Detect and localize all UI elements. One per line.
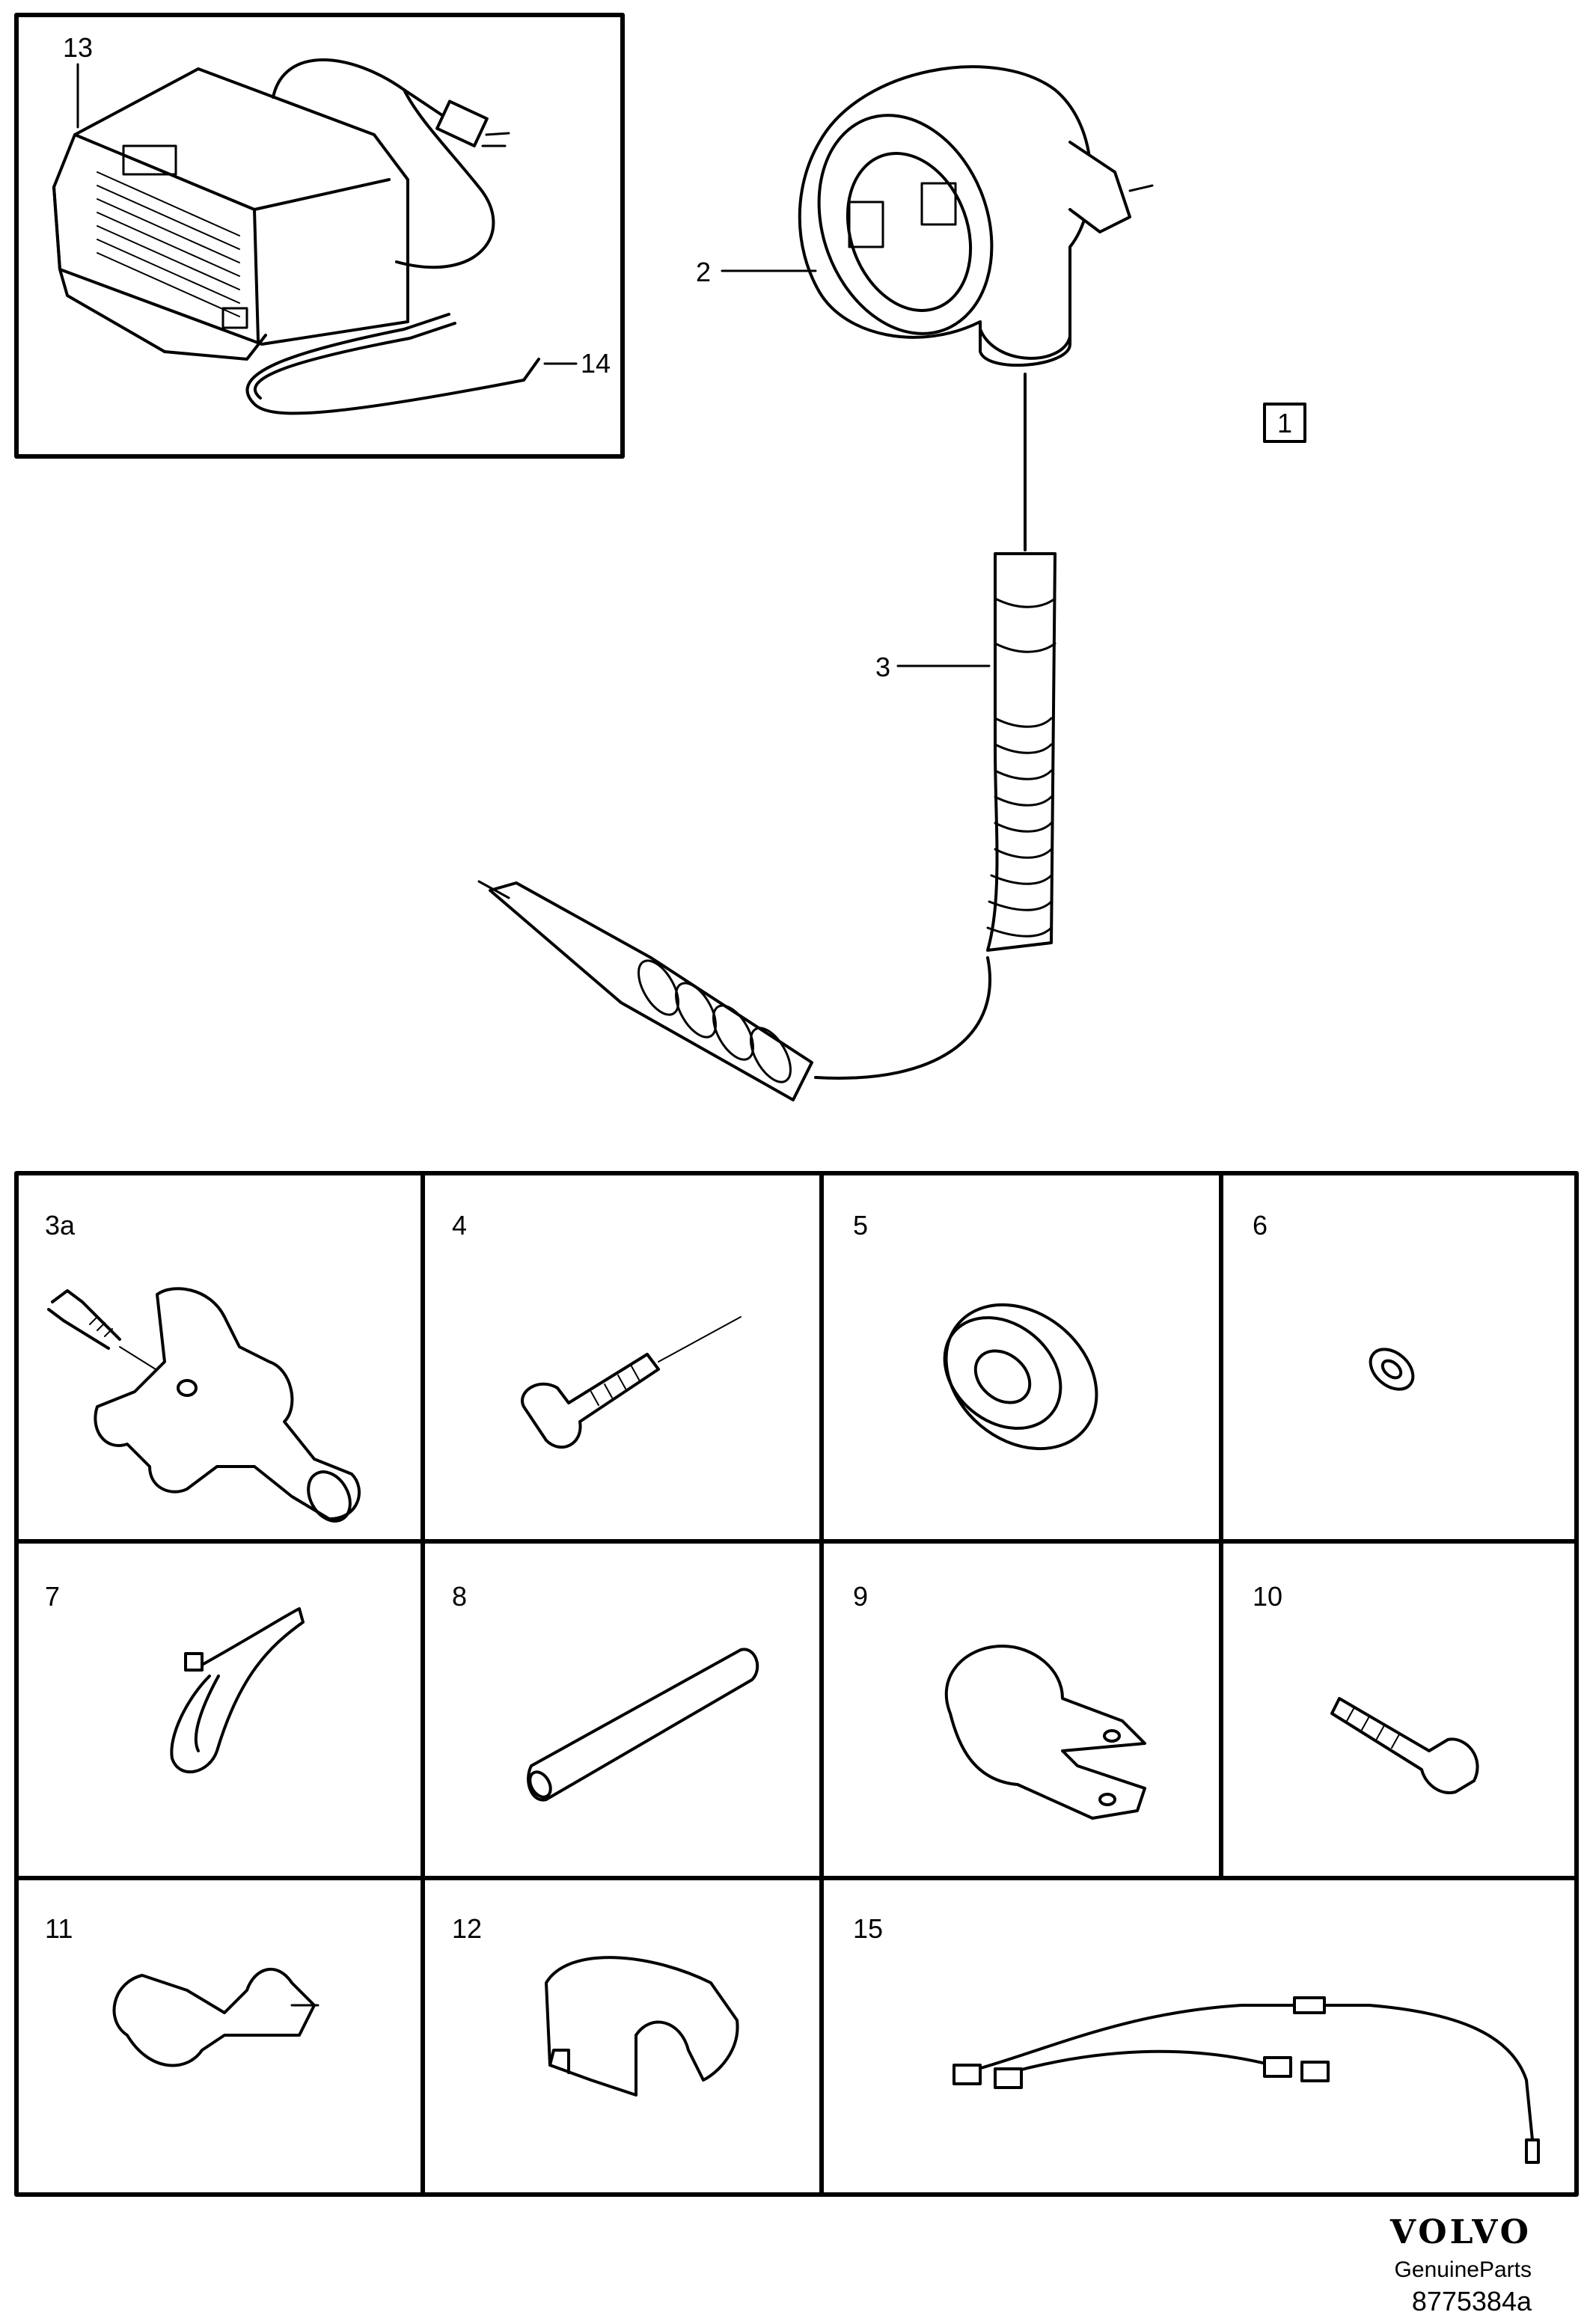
cell-label-11: 11 bbox=[45, 1913, 73, 1944]
clamp-icon bbox=[944, 1645, 1146, 1820]
cable-15-icon bbox=[953, 1996, 1540, 2164]
cell-label-3a: 3a bbox=[45, 1210, 76, 1241]
diagram-code: 8775384a bbox=[1411, 2286, 1532, 2317]
parts-grid bbox=[14, 1171, 1579, 2197]
footer-subtitle: GenuineParts bbox=[1394, 2257, 1532, 2282]
brand-logo: VOLVO bbox=[1389, 2213, 1532, 2251]
connector-icon bbox=[47, 1287, 361, 1523]
charger-icon bbox=[52, 58, 510, 361]
screw-icon bbox=[521, 1316, 742, 1449]
cable-3-icon bbox=[477, 373, 1057, 1101]
kit-box bbox=[1263, 403, 1306, 443]
callout-1: 1 bbox=[1277, 408, 1292, 438]
cell-label-15: 15 bbox=[853, 1913, 883, 1944]
cable-tie-icon bbox=[170, 1607, 305, 1773]
grommet-icon bbox=[943, 1303, 1098, 1451]
wire-14-icon bbox=[245, 313, 540, 415]
callout-2: 2 bbox=[696, 257, 711, 287]
socket-2-icon bbox=[798, 65, 1154, 367]
sleeve-icon bbox=[527, 1648, 759, 1802]
cover-icon bbox=[545, 1956, 739, 2097]
cell-label-8: 8 bbox=[452, 1581, 467, 1612]
cell-label-12: 12 bbox=[452, 1913, 482, 1944]
cell-label-5: 5 bbox=[853, 1210, 868, 1241]
cell-label-9: 9 bbox=[853, 1581, 868, 1612]
cell-label-10: 10 bbox=[1253, 1581, 1282, 1612]
cell-label-6: 6 bbox=[1253, 1210, 1268, 1241]
cell-label-7: 7 bbox=[45, 1581, 60, 1612]
cell-label-4: 4 bbox=[452, 1210, 467, 1241]
clip-icon bbox=[112, 1967, 319, 2067]
callout-3: 3 bbox=[875, 652, 890, 682]
inset-charger-box: 13 bbox=[14, 13, 625, 459]
callout-14: 14 bbox=[581, 348, 611, 379]
washer-icon bbox=[1369, 1348, 1415, 1391]
bolt-icon bbox=[1330, 1697, 1479, 1794]
footer: VOLVO GenuineParts 8775384a bbox=[1307, 2213, 1532, 2318]
callout-13: 13 bbox=[63, 32, 93, 63]
